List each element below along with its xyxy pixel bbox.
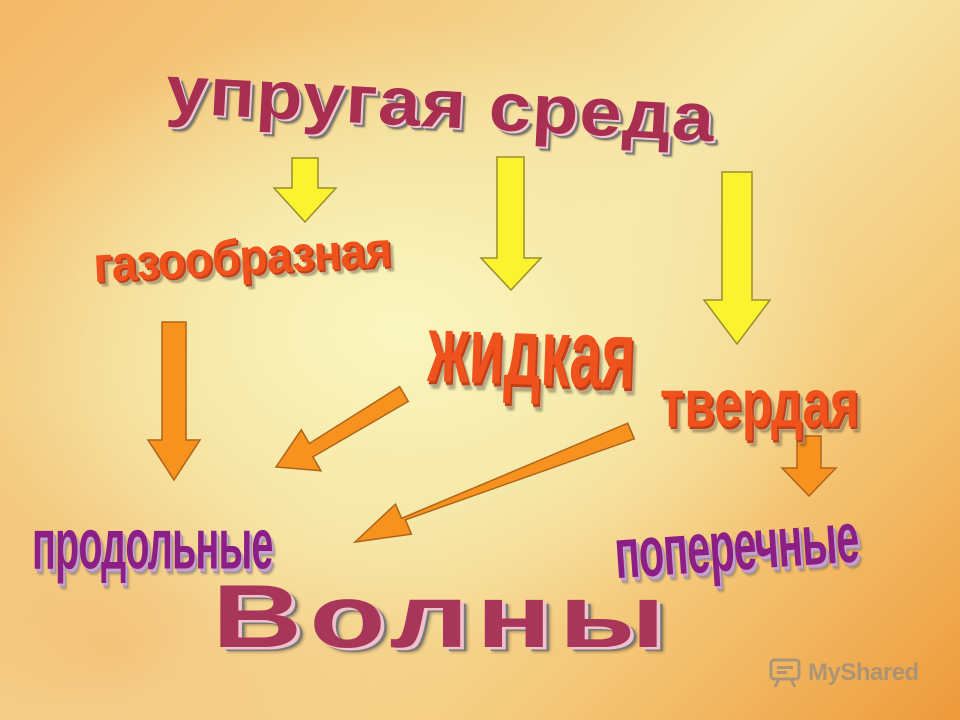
arrow-solid-to-longitudinal	[352, 422, 636, 544]
arrow-liquid-to-longitudinal	[274, 385, 410, 472]
arrow-gaseous-to-longitudinal	[146, 321, 202, 482]
label-waves: Волны	[212, 566, 673, 667]
arrow-solid-to-transverse	[780, 435, 838, 498]
watermark-text: MyShared	[808, 659, 919, 686]
label-solid: твердая	[660, 366, 860, 442]
label-liquid: жидкая	[426, 294, 638, 410]
watermark: MyShared	[768, 656, 919, 690]
presentation-board-icon	[769, 658, 801, 688]
label-longitudinal: продольные	[32, 503, 273, 584]
arrow-title-to-gaseous	[272, 157, 338, 224]
arrow-title-to-solid	[702, 171, 772, 346]
arrow-title-to-liquid	[479, 156, 543, 292]
